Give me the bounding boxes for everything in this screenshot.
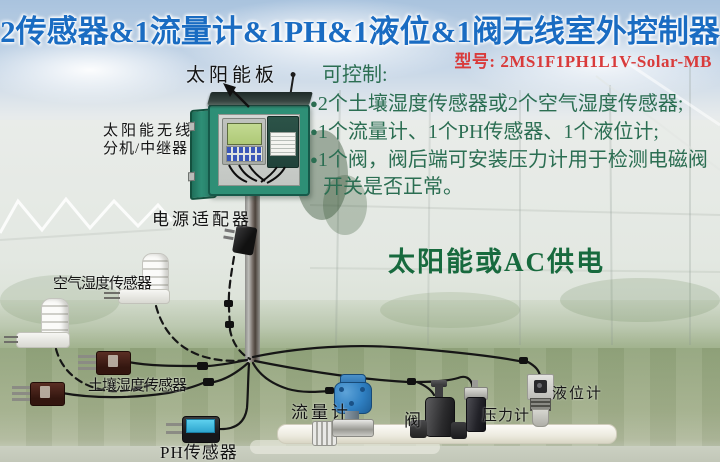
controller-unit xyxy=(222,118,266,165)
cabinet-interior xyxy=(218,114,300,186)
bolt xyxy=(360,387,365,392)
keypad xyxy=(226,146,263,162)
sensor-label-tag xyxy=(40,386,50,398)
features-heading: 可控制: xyxy=(322,64,388,86)
sensor-prong xyxy=(12,386,32,389)
model-number: 型号: 2MS1F1PH1L1V-Solar-MB xyxy=(454,52,712,71)
label-pressure-gauge: 压力计 xyxy=(482,408,531,424)
flow-meter-neck xyxy=(345,411,359,421)
bullet-glyph: ● xyxy=(310,152,318,167)
pressure-body xyxy=(466,397,486,432)
feature-text: 1个阀，阀后端可安装压力计用于检测电磁阀开关是否正常。 xyxy=(317,149,708,198)
soil-moisture-sensor-2 xyxy=(12,382,65,406)
sensor-label-tag xyxy=(108,355,118,367)
bullet-glyph: ● xyxy=(310,124,318,139)
features-list: ●2个土壤湿度传感器或2个空气湿度传感器; ●1个流量计、1个PH传感器、1个液… xyxy=(310,90,714,201)
radio-module xyxy=(267,116,299,168)
flow-meter-fitting xyxy=(332,419,374,437)
sensor-prong xyxy=(78,361,98,364)
air-humidity-sensor-2 xyxy=(4,298,70,352)
label-level-gauge: 液位计 xyxy=(552,386,604,402)
level-gauge-cone xyxy=(532,409,549,427)
sensor-prong xyxy=(78,355,98,358)
sensor-prong xyxy=(4,336,18,338)
sensor-prong xyxy=(4,341,18,343)
interior-wiring xyxy=(228,164,286,184)
features-block: 可控制: ●2个土壤湿度传感器或2个空气湿度传感器; ●1个流量计、1个PH传感… xyxy=(310,62,714,201)
sensor-arm xyxy=(118,289,170,304)
valve-inlet xyxy=(410,420,427,438)
adapter-prong xyxy=(223,235,234,240)
air-humidity-sensor-1 xyxy=(104,253,170,307)
controller-cabinet xyxy=(208,104,310,196)
label-controller-line2: 分机/中继器 xyxy=(103,141,189,157)
sensor-prong xyxy=(12,392,32,395)
label-valve: 阀 xyxy=(404,411,421,430)
feature-text: 1个流量计、1个PH传感器、1个液位计; xyxy=(317,121,659,143)
valve-stem xyxy=(435,384,443,400)
feature-item: ●1个流量计、1个PH传感器、1个液位计; xyxy=(310,118,714,146)
valve-outlet xyxy=(451,422,467,439)
power-note: 太阳能或AC供电 xyxy=(388,247,605,277)
page-title: 2传感器&1流量计&1PH&1液位&1阀无线室外控制器 xyxy=(0,14,720,49)
label-solar-panel: 太阳能板 xyxy=(186,65,279,86)
sensor-prong xyxy=(166,423,184,426)
sensor-prong xyxy=(12,398,32,401)
hedge-band xyxy=(0,300,720,352)
sensor-label-face xyxy=(186,419,215,433)
sensor-prong xyxy=(78,367,98,370)
bolt xyxy=(339,387,344,392)
label-controller-line1: 太阳能无线 xyxy=(103,123,194,139)
valve-cap xyxy=(431,380,447,387)
feature-text: 2个土壤湿度传感器或2个空气湿度传感器; xyxy=(317,93,684,115)
label-air-humidity: 空气湿度传感器 xyxy=(53,276,152,292)
label-power-adapter: 电源适配器 xyxy=(152,210,252,229)
bullet-glyph: ● xyxy=(310,96,318,111)
sky-background xyxy=(0,0,720,130)
sensor-arm xyxy=(16,332,70,348)
sensor-prong xyxy=(104,292,120,294)
label-ph-sensor: PH传感器 xyxy=(160,443,238,462)
soil-moisture-sensor-1 xyxy=(78,351,131,375)
louver-stack xyxy=(142,253,169,295)
valve-body xyxy=(425,397,455,437)
module-label xyxy=(270,132,296,156)
sensor-prong xyxy=(166,431,184,434)
label-flow-meter: 流量计 xyxy=(291,403,351,422)
level-gauge-head xyxy=(527,374,554,400)
lcd-screen xyxy=(227,123,262,145)
louver-stack xyxy=(41,298,69,338)
bolt xyxy=(349,401,354,406)
pressure-nipple xyxy=(472,380,478,388)
feature-item: ●1个阀，阀后端可安装压力计用于检测电磁阀开关是否正常。 xyxy=(310,146,714,201)
sensor-prong xyxy=(104,297,120,299)
pipe-coupler xyxy=(312,421,337,446)
level-gauge-sensor-eye xyxy=(534,380,547,393)
feature-item: ●2个土壤湿度传感器或2个空气湿度传感器; xyxy=(310,90,714,118)
label-soil-moisture: 土壤湿度传感器 xyxy=(88,378,187,394)
